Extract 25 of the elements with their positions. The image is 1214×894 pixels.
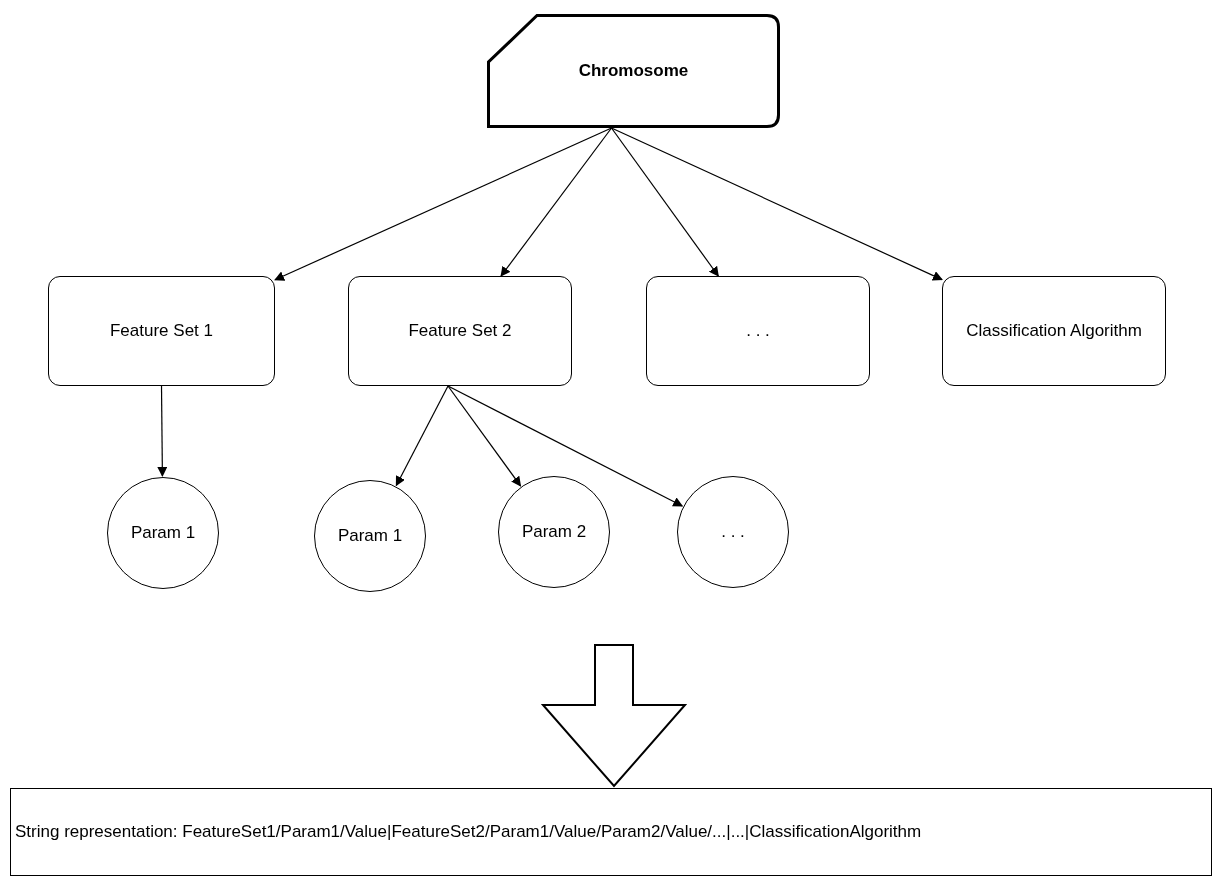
arrow [157, 385, 168, 477]
node-label: Feature Set 1 [109, 320, 214, 343]
process-box [348, 276, 572, 386]
node-label: Classification Algorithm [965, 320, 1143, 343]
node-label: String representation: FeatureSet1/Param1/Value|FeatureSet2/Param1/Value/Param2/Value/...|...|ClassificationAlgorithm [15, 821, 922, 844]
node-label: Param 2 [520, 521, 588, 544]
arrow [610, 127, 943, 281]
process-box [646, 276, 870, 386]
arrow [447, 385, 684, 507]
arrow [447, 385, 522, 487]
arrow [610, 127, 719, 277]
node-label: . . . [720, 521, 746, 544]
arrow [395, 385, 449, 487]
node-label: . . . [745, 320, 771, 343]
arrow [500, 127, 613, 277]
arrow [274, 127, 613, 281]
node-label: Chromosome [578, 60, 689, 83]
process-box [942, 276, 1166, 386]
output-box [10, 788, 1212, 876]
node-label: Param 1 [336, 525, 404, 548]
process-box [48, 276, 275, 386]
card-shape [487, 14, 780, 128]
block-arrow [540, 644, 688, 788]
node-label: Param 1 [129, 522, 197, 545]
node-label: Feature Set 2 [407, 320, 513, 343]
